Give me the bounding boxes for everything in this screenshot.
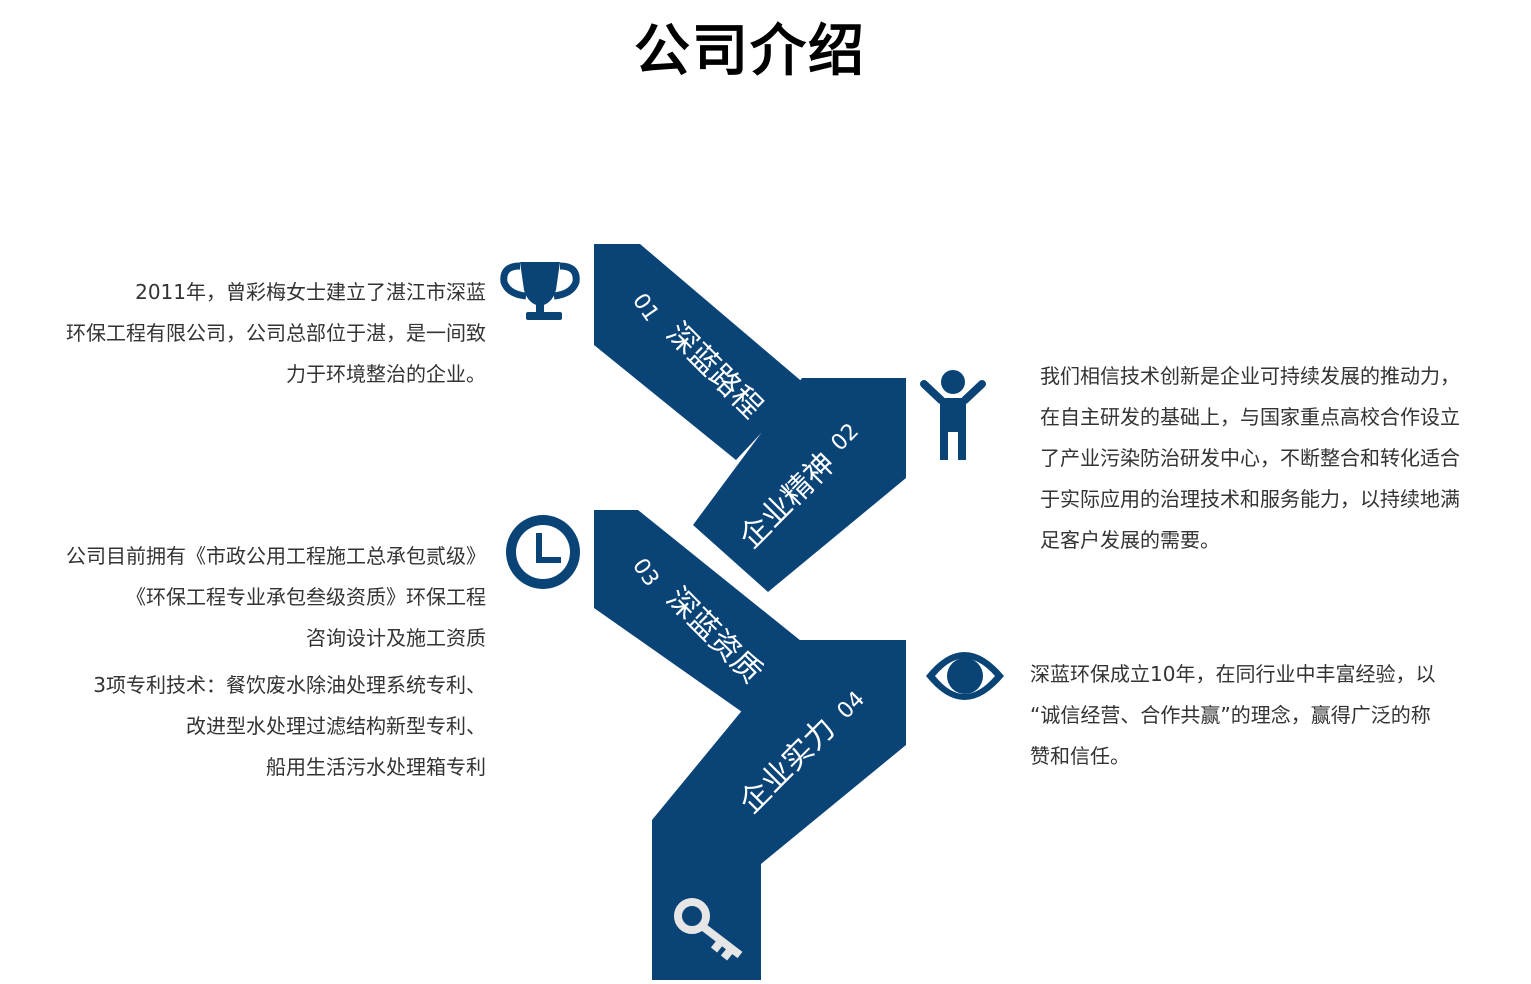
text-line: 我们相信技术创新是企业可持续发展的推动力， [1040, 364, 1460, 388]
text-line: 《环保工程专业承包叁级资质》环保工程 [126, 585, 486, 609]
text-line: 深蓝环保成立10年，在同行业中丰富经验，以 [1030, 662, 1436, 686]
text-line: 改进型水处理过滤结构新型专利、 [186, 714, 486, 738]
text-line: 3项专利技术：餐饮废水除油处理系统专利、 [93, 673, 486, 697]
text-line: 咨询设计及施工资质 [306, 626, 486, 650]
text-block-04: 深蓝环保成立10年，在同行业中丰富经验，以 “诚信经营、合作共赢”的理念，赢得广… [1030, 654, 1526, 777]
band-04 [652, 640, 906, 980]
trophy-icon [500, 262, 580, 320]
text-line: 足客户发展的需要。 [1040, 528, 1220, 552]
text-line: 2011年，曾彩梅女士建立了湛江市深蓝 [135, 280, 486, 304]
band-02 [693, 378, 906, 592]
text-line: 船用生活污水处理箱专利 [266, 755, 486, 779]
band-03 [594, 510, 806, 726]
page-title: 公司介绍 [634, 19, 866, 84]
clock-icon [506, 515, 580, 589]
band-01 [594, 244, 806, 460]
patent-list: 3项专利技术：餐饮废水除油处理系统专利、 改进型水处理过滤结构新型专利、 船用生… [0, 665, 486, 788]
text-block-01: 2011年，曾彩梅女士建立了湛江市深蓝 环保工程有限公司，公司总部位于湛，是一间… [0, 272, 486, 395]
text-line: 了产业污染防治研发中心，不断整合和转化适合 [1040, 446, 1460, 470]
text-block-02: 我们相信技术创新是企业可持续发展的推动力， 在自主研发的基础上，与国家重点高校合… [1040, 356, 1530, 561]
text-line: 在自主研发的基础上，与国家重点高校合作设立 [1040, 405, 1460, 429]
text-block-03: 公司目前拥有《市政公用工程施工总承包贰级》 《环保工程专业承包叁级资质》环保工程… [0, 536, 486, 659]
text-line: 力于环境整治的企业。 [286, 362, 486, 386]
text-line: 赞和信任。 [1030, 744, 1130, 768]
eye-icon [926, 652, 1004, 700]
text-line: 环保工程有限公司，公司总部位于湛，是一间致 [66, 321, 486, 345]
text-line: 公司目前拥有《市政公用工程施工总承包贰级》 [66, 544, 486, 568]
text-line: 于实际应用的治理技术和服务能力，以持续地满 [1040, 487, 1460, 511]
key-icon [674, 898, 743, 961]
person-icon [920, 370, 986, 460]
text-line: “诚信经营、合作共赢”的理念，赢得广泛的称 [1030, 703, 1431, 727]
